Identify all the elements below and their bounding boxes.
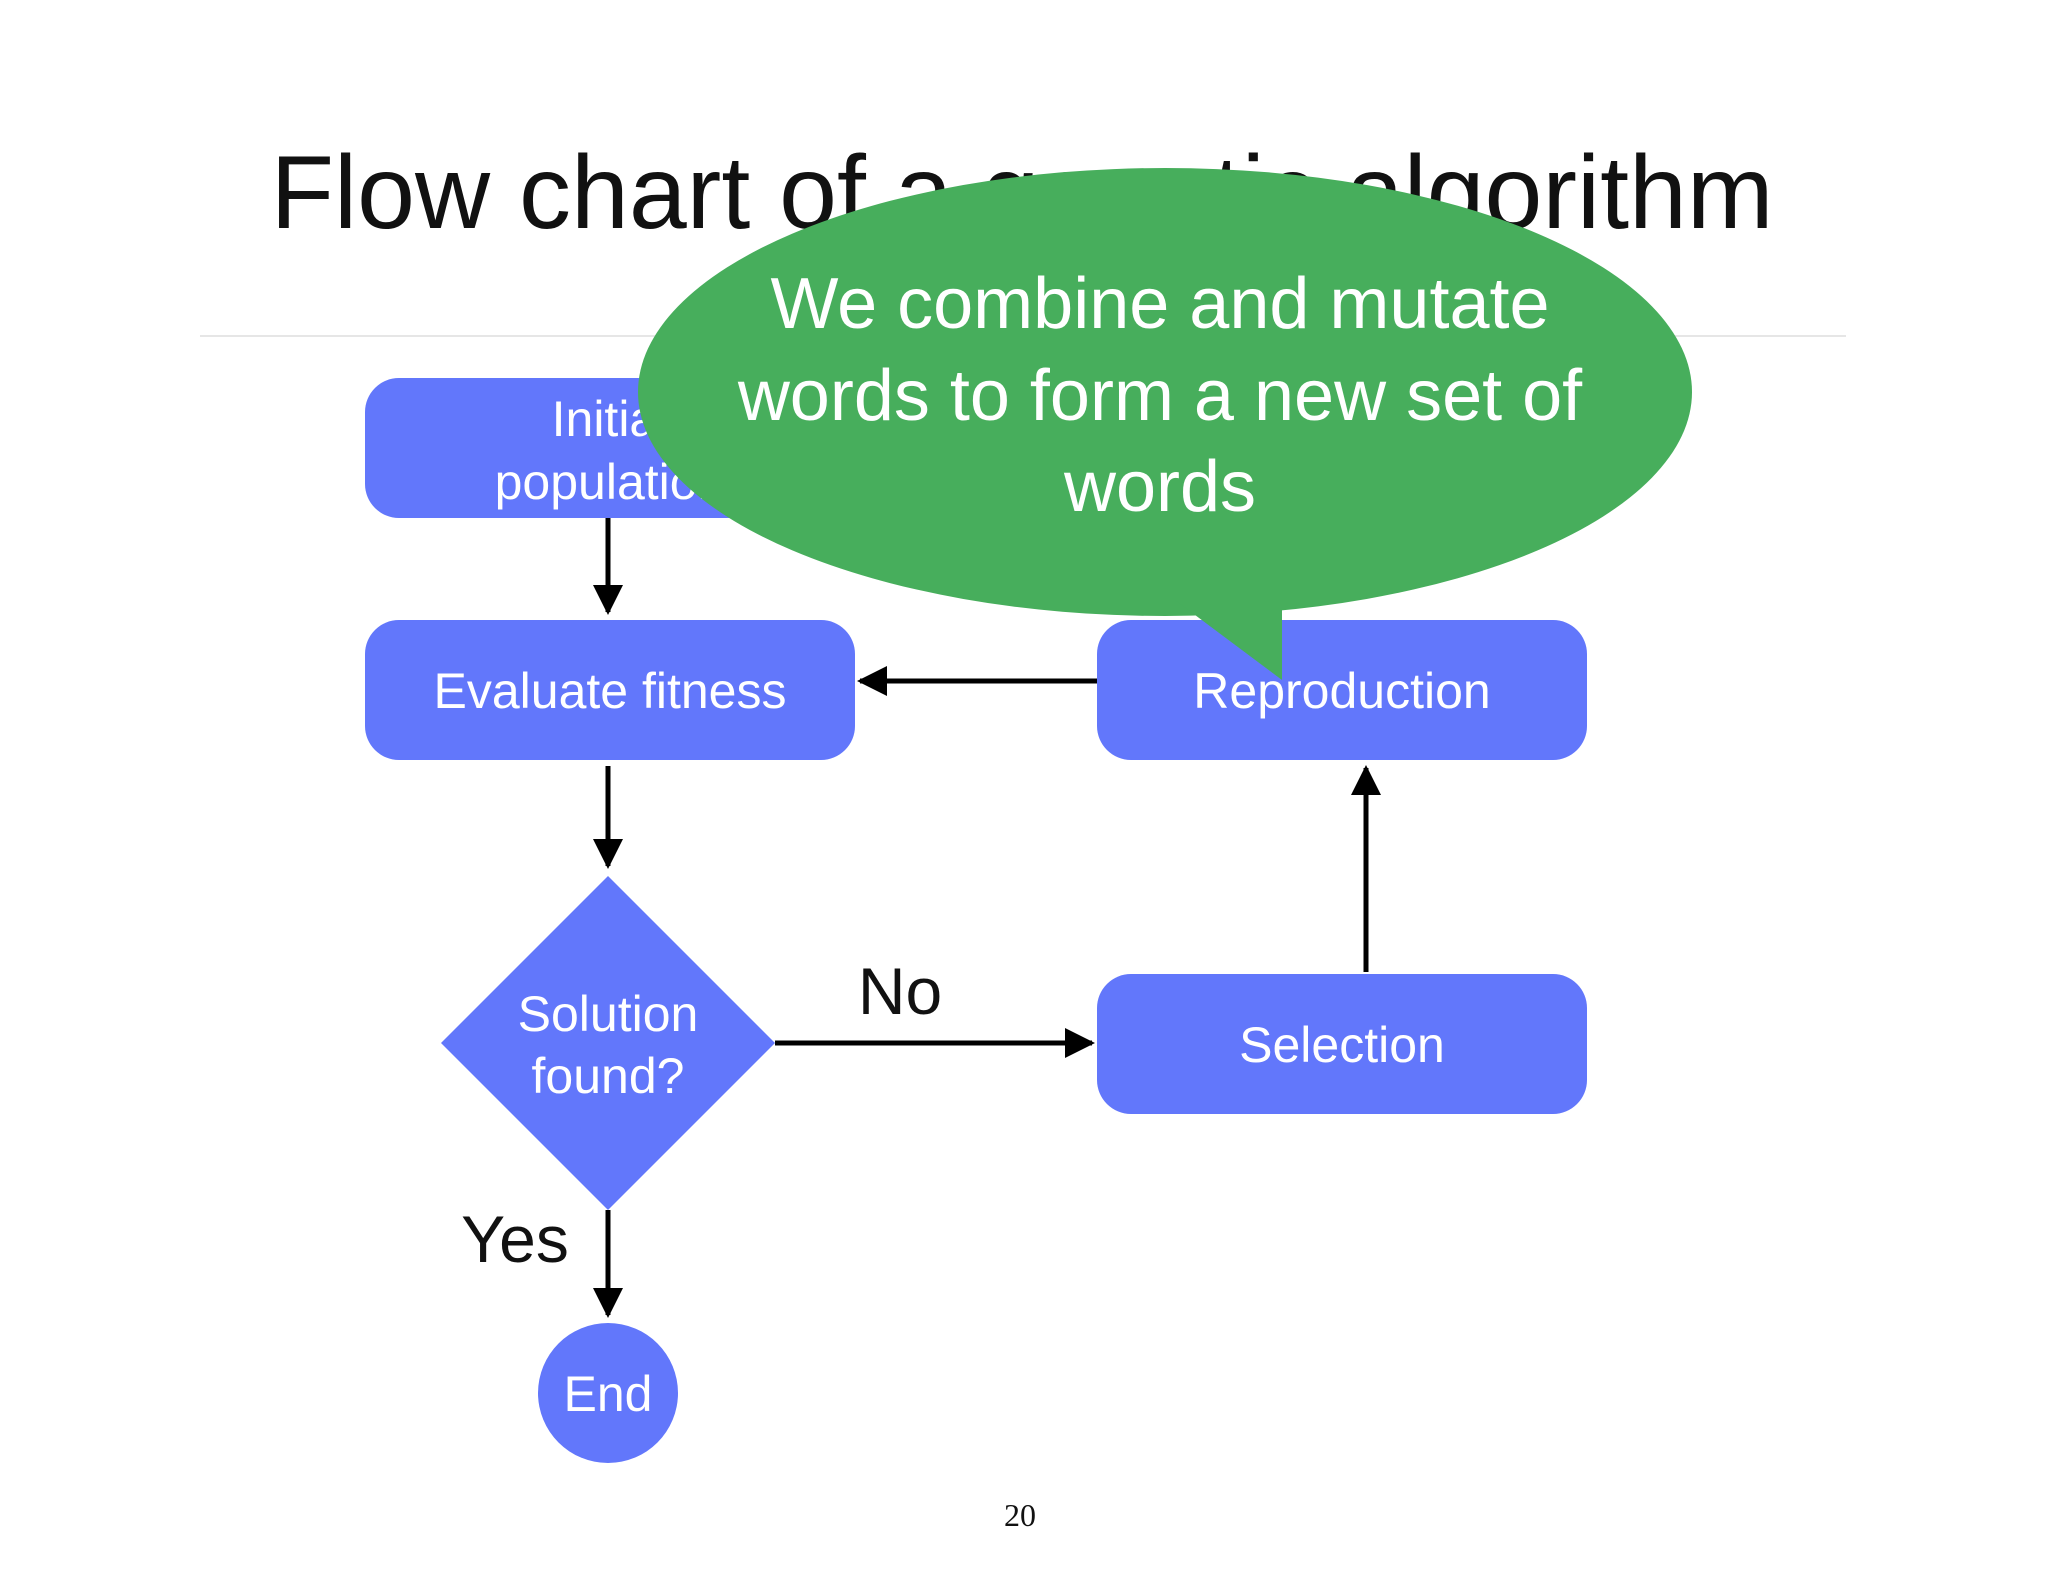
callout-line3: words [1063, 447, 1256, 527]
node-solution-found: Solution found? [441, 876, 775, 1210]
node-evaluate-fitness: Evaluate fitness [365, 620, 855, 760]
callout-line1: We combine and mutate [770, 264, 1549, 344]
node-selection: Selection [1097, 974, 1587, 1114]
node-reproduction [1097, 620, 1587, 760]
node-solution-found-line1: Solution [518, 986, 699, 1042]
node-solution-found-line2: found? [532, 1048, 685, 1104]
callout-line2: words to form a new set of [737, 356, 1583, 436]
node-selection-label: Selection [1239, 1017, 1445, 1073]
node-end-label: End [564, 1366, 653, 1422]
node-reproduction-label: Reproduction [1193, 663, 1490, 719]
speech-bubble-callout: We combine and mutate words to form a ne… [638, 168, 1692, 680]
node-end: End [538, 1323, 678, 1463]
node-evaluate-fitness-label: Evaluate fitness [434, 663, 787, 719]
edge-label-yes: Yes [461, 1202, 569, 1276]
edge-label-no: No [858, 954, 942, 1028]
page-number: 20 [1004, 1497, 1036, 1533]
